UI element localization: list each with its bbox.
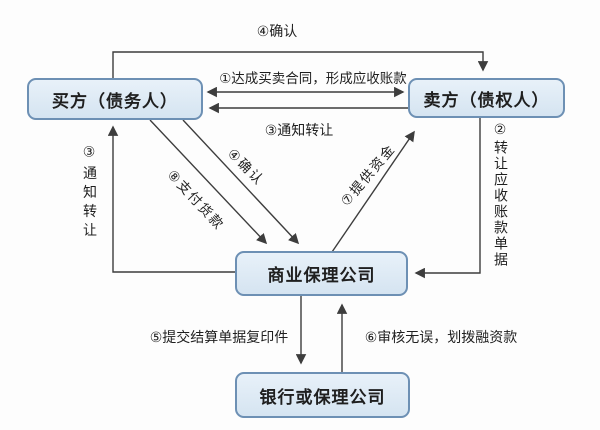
node-seller: 卖方（债权人） — [408, 78, 565, 118]
edge-confirm-top — [112, 51, 489, 78]
edge-label-submit-settlement-copies: ⑤提交结算单据复印件 — [149, 329, 289, 345]
edge-label-notify-transfer-mid: ③通知转让 — [264, 122, 334, 138]
node-factoring-company: 商业保理公司 — [235, 251, 408, 296]
edge-provide-funds — [331, 130, 415, 253]
edge-confirm-diagonal — [182, 119, 300, 245]
edge-label-review-and-disburse: ⑥审核无误，划拨融资款 — [364, 329, 518, 345]
edge-pay-goods — [149, 119, 268, 245]
node-bank-or-factoring-company: 银行或保理公司 — [235, 372, 410, 418]
edge-transfer-right — [414, 118, 481, 279]
edge-label-notify-transfer-left: ③通知转让 — [82, 144, 98, 242]
node-buyer: 买方（债务人） — [27, 78, 203, 120]
edge-label-confirm-top: ④确认 — [256, 23, 298, 39]
edge-label-transfer-receivable-docs: ②转让应收账款单据 — [493, 122, 509, 268]
edge-notify-left — [107, 125, 235, 273]
edge-label-contract: ①达成买卖合同，形成应收账款 — [219, 71, 407, 86]
